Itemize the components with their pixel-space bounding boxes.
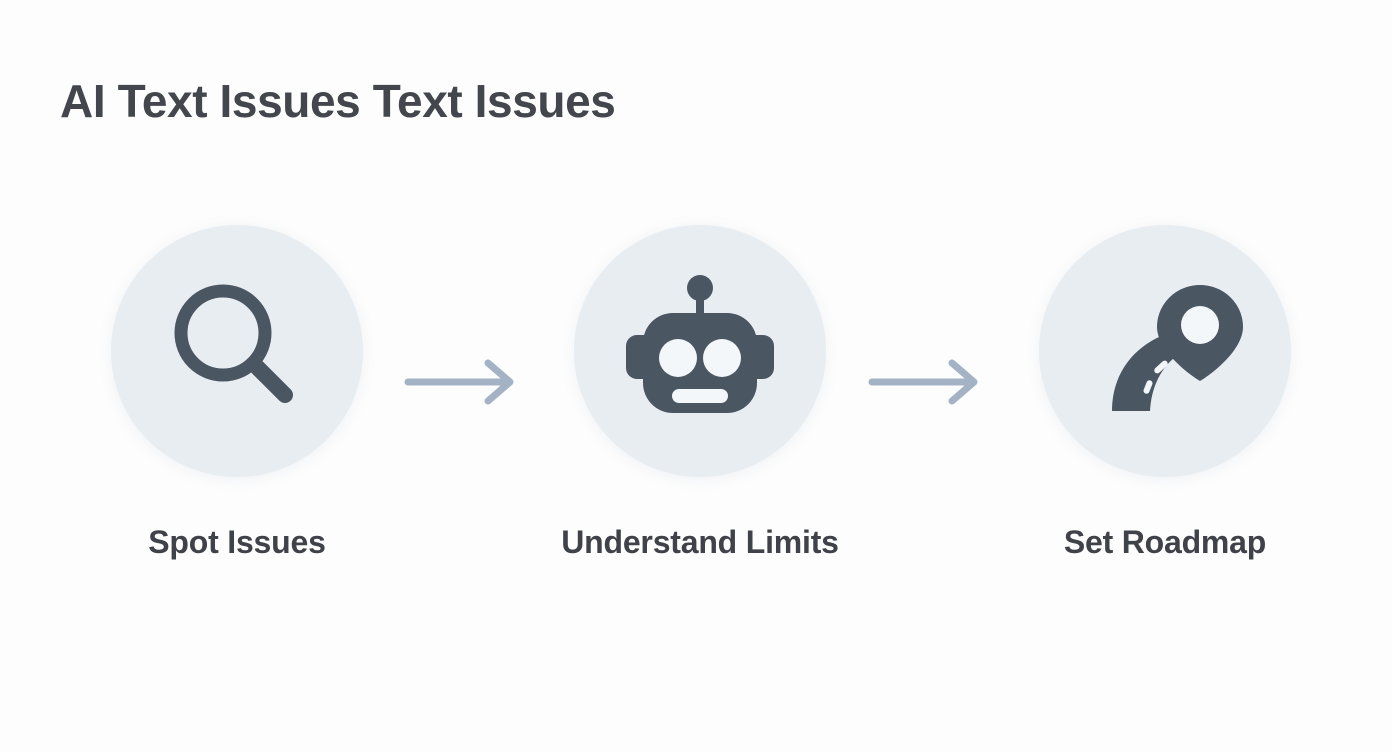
road-map-pin-icon <box>1080 271 1250 431</box>
robot-head-icon <box>615 271 785 431</box>
flow-connector-2 <box>862 352 992 412</box>
icon-badge-understand-limits <box>574 225 826 477</box>
flow-step-spot-issues[interactable]: Spot Issues <box>87 225 387 561</box>
flow-step-label: Set Roadmap <box>1063 524 1267 560</box>
flow-step-label: Understand Limits <box>561 524 839 560</box>
arrow-right-icon <box>398 352 528 412</box>
icon-badge-set-roadmap <box>1039 225 1291 477</box>
icon-badge-spot-issues <box>111 225 363 477</box>
flow-connector-1 <box>398 352 528 412</box>
magnifying-glass-icon <box>157 271 317 431</box>
flow-step-label: Spot Issues <box>148 524 326 560</box>
flow-step-understand-limits[interactable]: Understand Limits <box>550 225 850 561</box>
page-title: AI Text Issues Text Issues <box>60 75 616 127</box>
arrow-right-icon <box>862 352 992 412</box>
flow-step-set-roadmap[interactable]: Set Roadmap <box>1015 225 1315 561</box>
process-flow: Spot Issues <box>0 225 1392 565</box>
